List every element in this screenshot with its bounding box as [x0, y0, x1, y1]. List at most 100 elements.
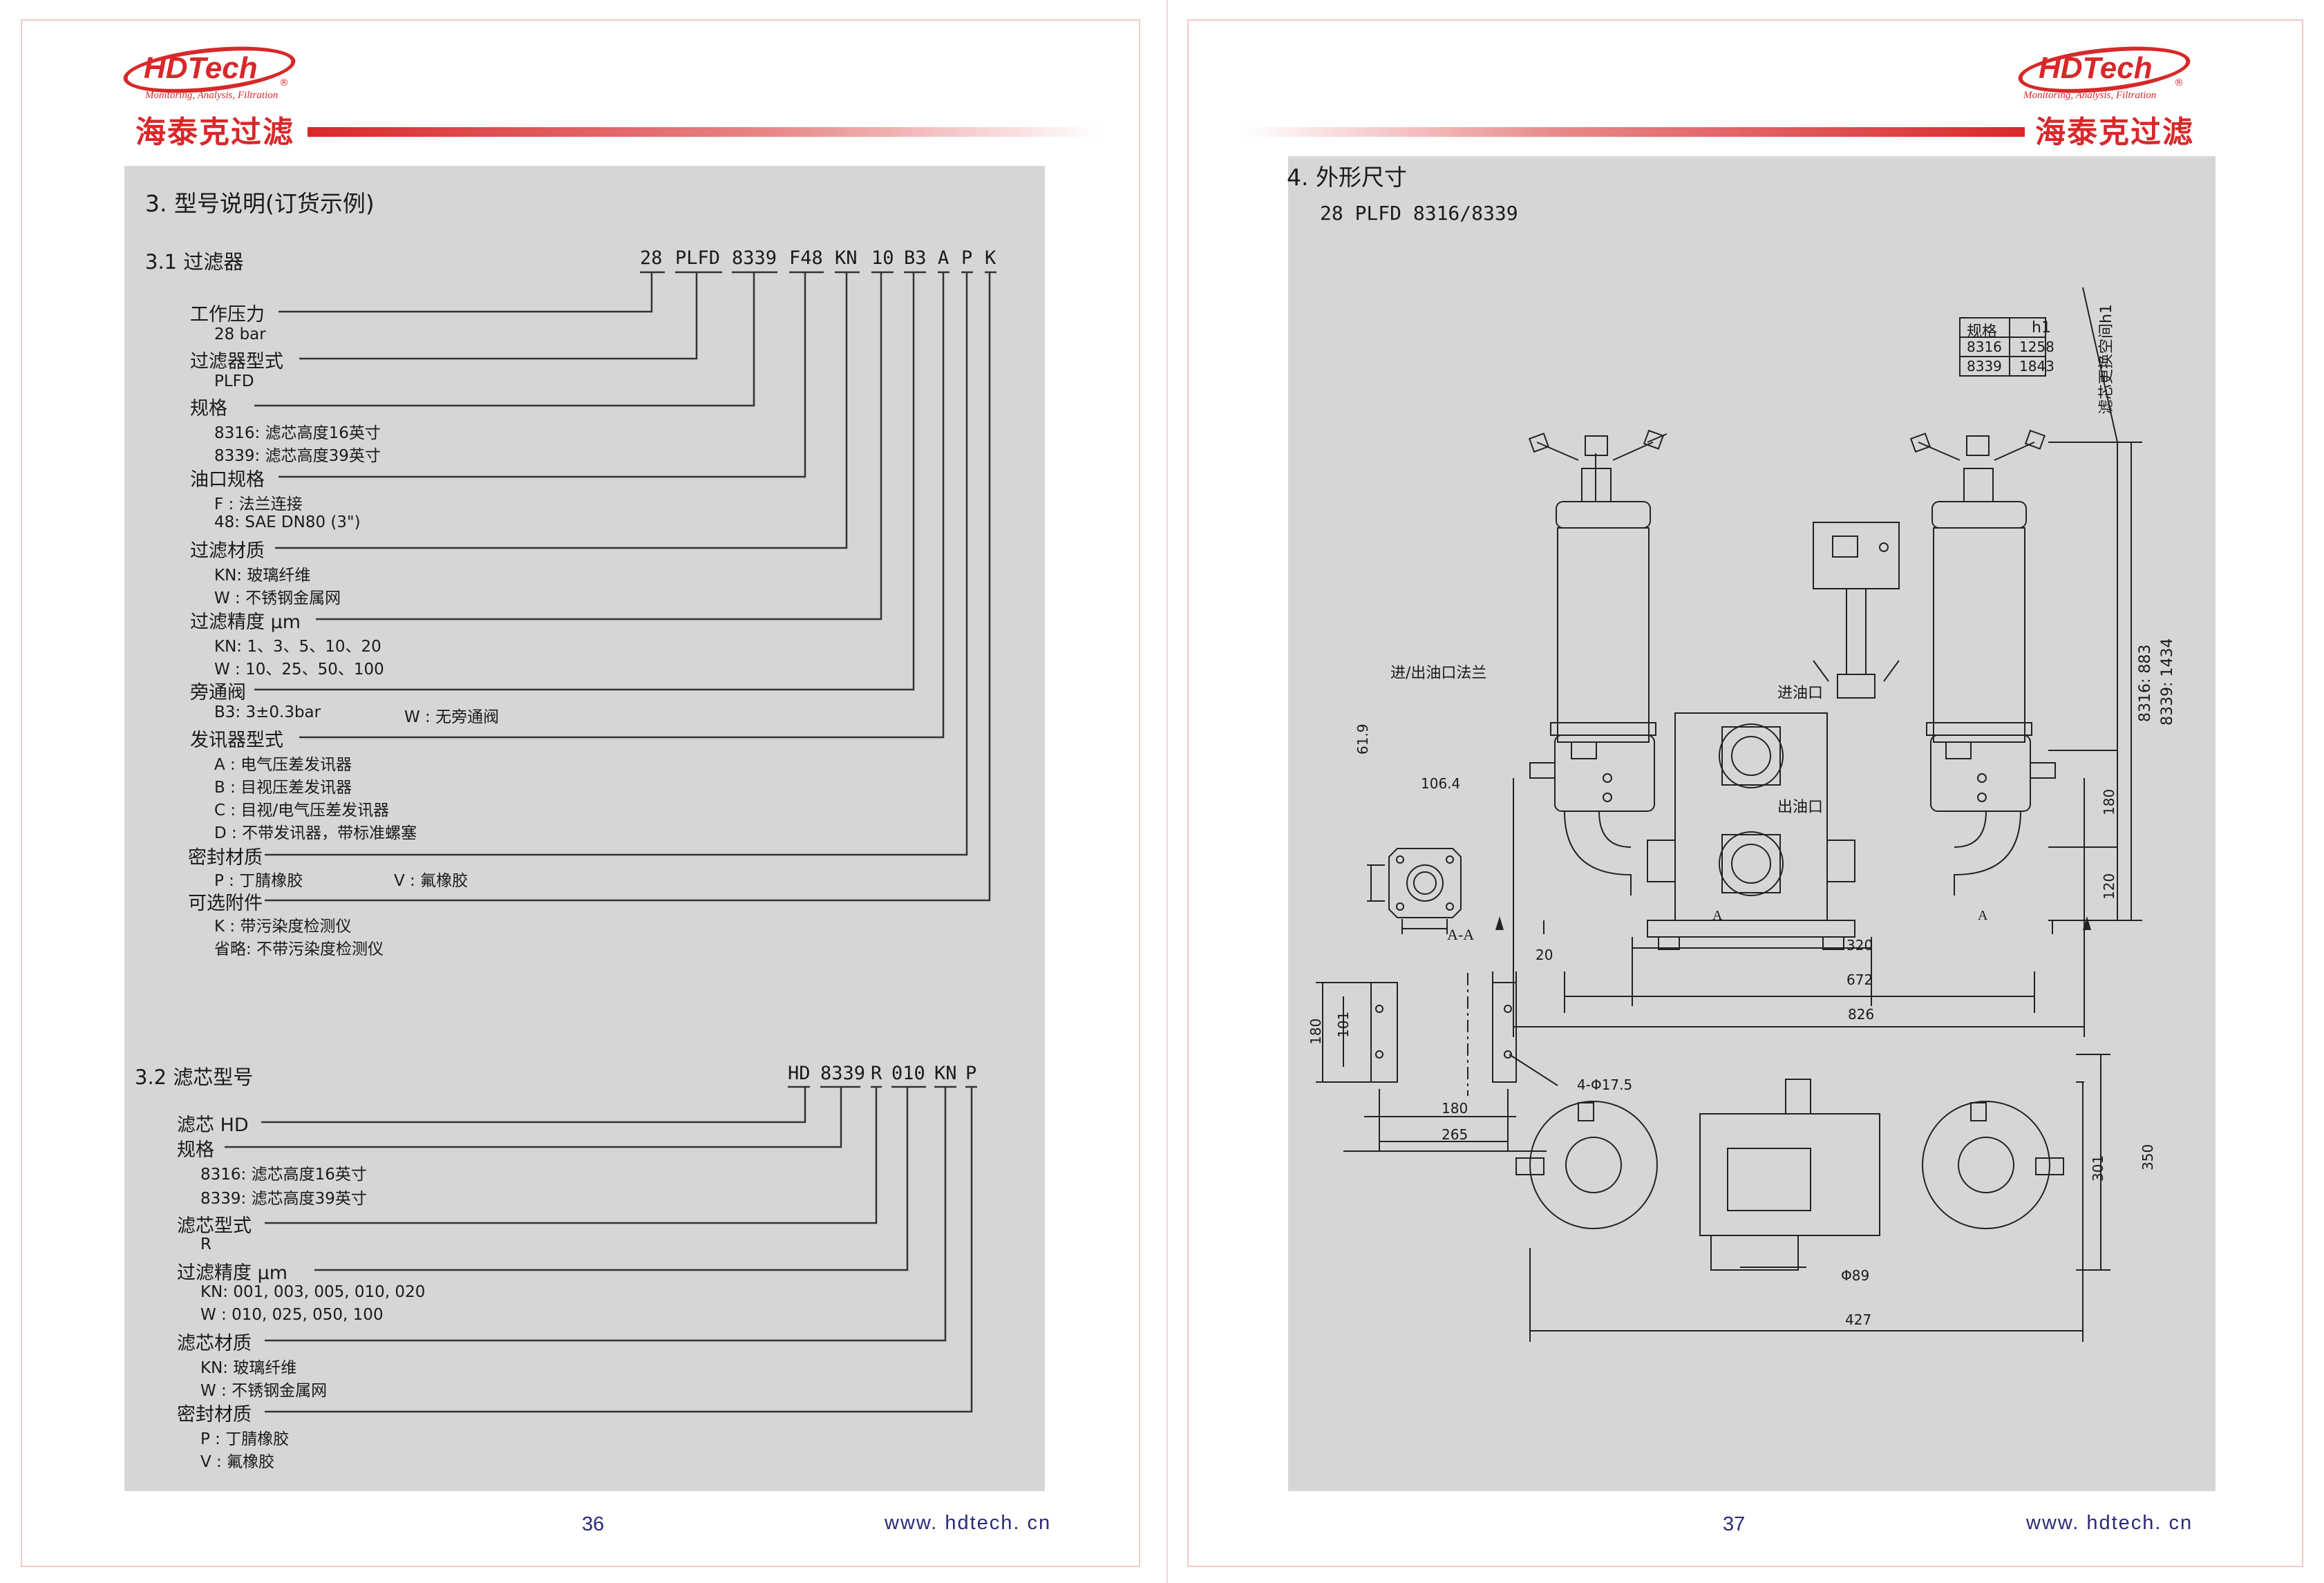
element-change-space: 滤芯更换空间h1	[2098, 304, 2115, 415]
code-seg: P	[961, 247, 973, 269]
table-cell: 1843	[2019, 358, 2054, 375]
section-mark-right: A	[1978, 908, 1988, 923]
dim-top-d89: Φ89	[1841, 1267, 1870, 1284]
element-item-option: V : 氟橡胶	[200, 1453, 275, 1471]
filter-item-label: 发讯器型式	[190, 730, 283, 751]
page-number: 36	[582, 1513, 605, 1535]
table-cell: 8316	[1967, 339, 2002, 355]
filter-title: 3.1 过滤器	[145, 250, 244, 274]
logo-word: HDTech	[2039, 51, 2153, 85]
right-content-panel	[1288, 156, 2216, 1491]
right-header-bar	[1244, 127, 2025, 137]
element-item-option: KN: 玻璃纤维	[200, 1359, 297, 1377]
element-item-label: 滤芯型式	[177, 1215, 252, 1237]
filter-item-option: B3: 3±0.3bar	[214, 703, 321, 721]
dim-320: 320	[1846, 937, 1873, 954]
filter-item-option: P : 丁腈橡胶	[214, 872, 303, 890]
filter-item-label: 过滤器型式	[190, 351, 283, 372]
dim-aa-180b: 180	[1442, 1100, 1468, 1117]
dim-top-301: 301	[2090, 1155, 2106, 1182]
code-seg: P	[965, 1063, 977, 1084]
code-seg: KN	[934, 1063, 957, 1084]
website-link[interactable]: www. hdtech. cn	[885, 1512, 1052, 1534]
filter-item-option: A : 电气压差发讯器	[214, 756, 352, 774]
model-name: 28 PLFD 8316/8339	[1320, 202, 1518, 225]
element-item-option: 8339: 滤芯高度39英寸	[200, 1190, 367, 1208]
logo-tagline: Monitoring, Analysis, Filtration	[145, 90, 278, 101]
filter-item-option: C : 目视/电气压差发讯器	[214, 802, 390, 819]
filter-code-leaders	[254, 271, 996, 902]
filter-item-label: 工作压力	[190, 304, 265, 325]
logo-registered: ®	[279, 77, 289, 88]
section-title-dimensions: 4. 外形尺寸	[1287, 164, 1407, 191]
filter-item-option: KN: 玻璃纤维	[214, 567, 311, 585]
table-cell: 8339	[1967, 358, 2002, 375]
dim-flange-h: 61.9	[1354, 723, 1371, 755]
filter-item-option: K : 带污染度检测仪	[214, 918, 352, 936]
filter-item-option: B : 目视压差发讯器	[214, 779, 352, 797]
code-seg: F48	[789, 247, 823, 269]
page-number: 37	[1723, 1513, 1746, 1535]
code-seg: K	[985, 247, 996, 269]
filter-item-option: V : 氟橡胶	[394, 872, 469, 890]
filter-item-label: 过滤材质	[190, 540, 265, 562]
code-seg: 28	[640, 247, 663, 269]
filter-item-option: 28 bar	[214, 325, 266, 343]
height-8316: 8316: 883	[2137, 644, 2154, 722]
logo-word: HDTech	[144, 51, 258, 85]
element-title: 3.2 滤芯型号	[135, 1065, 254, 1089]
filter-item-option: 省略: 不带污染度检测仪	[214, 940, 384, 958]
logo-cn: 海泰克过滤	[135, 115, 294, 150]
section-label: A-A	[1447, 926, 1475, 943]
filter-item-option: W : 10、25、50、100	[214, 661, 384, 679]
element-code-leaders	[225, 1086, 977, 1413]
code-seg: A	[938, 247, 950, 269]
code-seg: 10	[871, 247, 894, 269]
filter-item-label: 规格	[190, 398, 227, 419]
filter-item-label: 油口规格	[190, 469, 265, 491]
filter-item-option: W : 不锈钢金属网	[214, 589, 341, 607]
dim-120: 120	[2101, 873, 2117, 900]
dim-aa-20: 20	[1536, 947, 1553, 963]
table-header: 规格	[1967, 323, 1998, 341]
dim-holes: 4-Φ17.5	[1577, 1077, 1633, 1093]
table-header: h1	[2032, 319, 2051, 336]
code-seg: B3	[904, 247, 927, 269]
dimension-drawing	[1316, 287, 2142, 1342]
element-item-label: 过滤精度 μm	[177, 1262, 288, 1284]
filter-item-label: 旁通阀	[190, 682, 246, 703]
element-item-option: 8316: 滤芯高度16英寸	[200, 1166, 367, 1184]
filter-item-option: D : 不带发讯器，带标准螺塞	[214, 824, 417, 842]
logo-tagline: Monitoring, Analysis, Filtration	[2023, 90, 2157, 101]
code-seg: 8339	[732, 247, 777, 269]
section-mark-left: A	[1712, 908, 1723, 923]
element-item-option: R	[200, 1235, 211, 1253]
height-8339: 8339: 1434	[2159, 638, 2176, 726]
page-gutter	[1166, 0, 1168, 1583]
code-seg: PLFD	[675, 247, 721, 269]
section-title-model: 3. 型号说明(订货示例)	[145, 190, 375, 217]
code-seg: 010	[891, 1063, 925, 1084]
element-item-label: 密封材质	[177, 1404, 252, 1425]
inlet-label: 进油口	[1777, 685, 1824, 702]
flange-label: 进/出油口法兰	[1390, 665, 1487, 682]
dim-672: 672	[1846, 971, 1873, 988]
element-item-option: P : 丁腈橡胶	[200, 1430, 290, 1448]
filter-item-option: 8316: 滤芯高度16英寸	[214, 424, 381, 442]
filter-item-label: 密封材质	[188, 847, 263, 869]
logo-cn: 海泰克过滤	[2035, 115, 2194, 150]
code-seg: KN	[835, 247, 858, 269]
dim-flange-w: 106.4	[1421, 775, 1461, 792]
dim-aa-101: 101	[1335, 1011, 1352, 1038]
filter-item-option: F : 法兰连接	[214, 495, 303, 513]
element-item-label: 滤芯 HD	[177, 1115, 249, 1136]
left-header-bar	[308, 127, 1099, 137]
element-item-option: KN: 001, 003, 005, 010, 020	[200, 1283, 426, 1301]
dim-top-350: 350	[2139, 1144, 2156, 1170]
logo-registered: ®	[2174, 77, 2184, 88]
element-item-label: 滤芯材质	[177, 1333, 252, 1354]
filter-item-option: 8339: 滤芯高度39英寸	[214, 447, 381, 465]
outlet-label: 出油口	[1777, 799, 1824, 816]
table-cell: 1258	[2019, 339, 2054, 355]
website-link[interactable]: www. hdtech. cn	[2026, 1512, 2193, 1534]
